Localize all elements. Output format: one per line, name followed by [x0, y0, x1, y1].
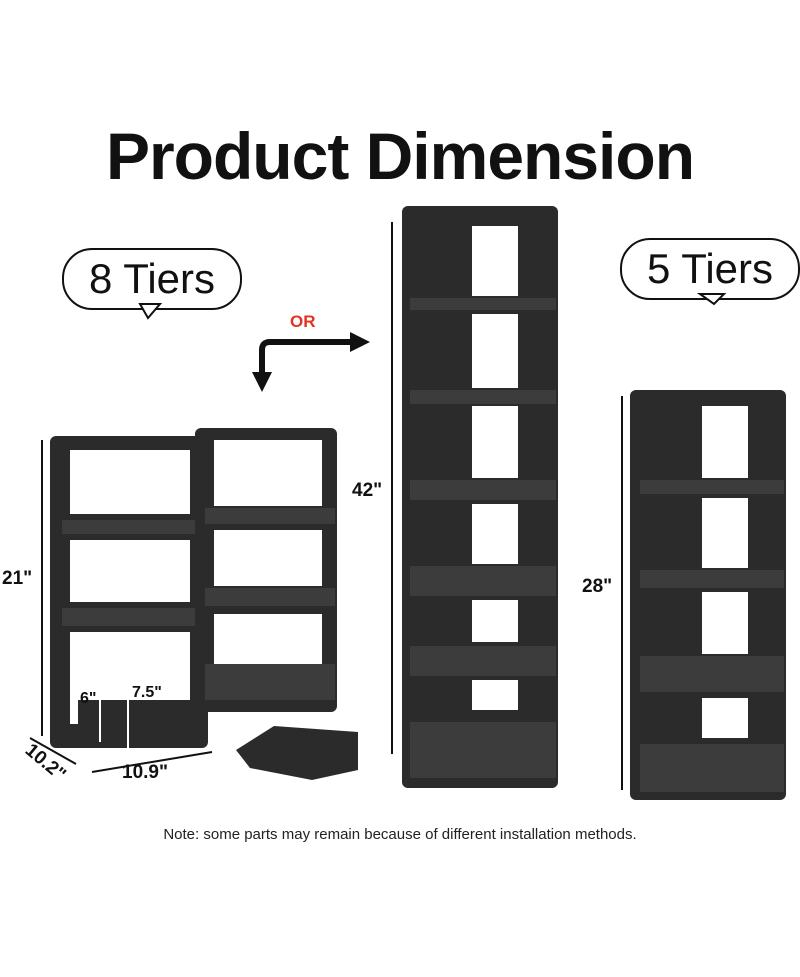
height-tall-label: 42" [352, 480, 383, 501]
shelf-unit-b [195, 428, 337, 712]
tiers5-bubble: 5 Tiers [620, 238, 800, 300]
arrow-down-icon [252, 372, 272, 392]
loose-panel [236, 726, 358, 780]
width-label: 10.9" [122, 762, 168, 783]
arrow-right-icon [259, 339, 352, 378]
shelf-unit-a [50, 436, 208, 748]
installation-note: Note: some parts may remain because of d… [163, 826, 637, 843]
shelf-unit-right [630, 390, 786, 800]
inner-short-label: 6" [80, 690, 97, 707]
or-label: OR [290, 312, 316, 331]
page-title: Product Dimension [105, 119, 695, 193]
height-mid-label: 28" [582, 576, 613, 597]
tiers8-bubble: 8 Tiers [62, 248, 242, 310]
shelf-unit-tall [402, 206, 558, 788]
height-small-label: 21" [2, 568, 33, 589]
inner-tall-label: 7.5" [132, 684, 162, 701]
